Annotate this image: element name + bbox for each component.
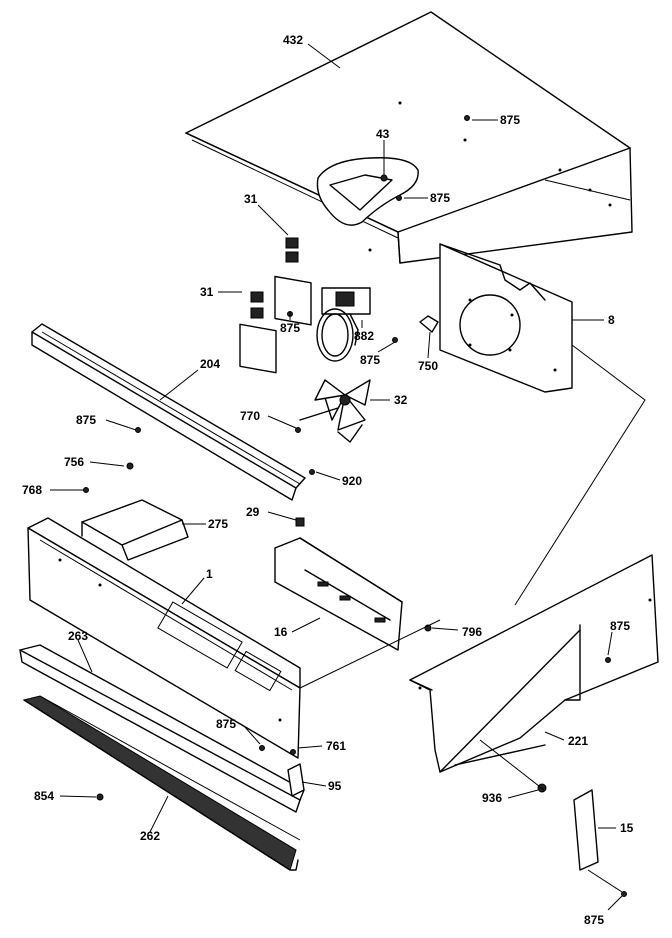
- callout-770: 770: [240, 409, 260, 423]
- callout-204: 204: [200, 357, 220, 371]
- rail-204: [31, 323, 306, 501]
- control-board-16: [274, 537, 403, 651]
- relay-31-upper: [274, 237, 312, 326]
- callout-796: 796: [462, 625, 482, 639]
- callout-875-a: 875: [500, 113, 520, 127]
- callout-31-a: 31: [244, 192, 258, 206]
- callout-854: 854: [34, 789, 54, 803]
- callout-920: 920: [342, 474, 362, 488]
- motor-882: [316, 287, 371, 362]
- fan-32: [299, 379, 371, 443]
- part-43: [316, 157, 419, 226]
- screw-icon: [392, 337, 398, 343]
- callout-32: 32: [394, 393, 408, 407]
- panel-15: [573, 789, 599, 871]
- callout-31-b: 31: [200, 285, 214, 299]
- callout-16: 16: [274, 625, 288, 639]
- clip-750: [419, 315, 439, 333]
- screw-icon: [309, 469, 315, 475]
- leader-lines: [50, 43, 646, 911]
- nut-icon: [295, 517, 305, 527]
- screw-icon: [396, 195, 402, 201]
- callout-43: 43: [376, 127, 390, 141]
- callout-262: 262: [140, 829, 160, 843]
- callout-750: 750: [418, 359, 438, 373]
- callout-875-c: 875: [280, 321, 300, 335]
- callout-95: 95: [328, 779, 342, 793]
- rear-panel-8: [439, 243, 573, 393]
- callout-275: 275: [208, 517, 228, 531]
- callout-875-f: 875: [610, 619, 630, 633]
- callout-1: 1: [206, 567, 213, 581]
- screw-icon: [135, 427, 141, 433]
- vent-grille-262: [22, 695, 301, 871]
- callout-875-g: 875: [216, 717, 236, 731]
- relay-31-lower: [239, 291, 277, 374]
- screw-icon: [290, 749, 296, 755]
- callout-882: 882: [354, 329, 374, 343]
- callout-8: 8: [608, 313, 615, 327]
- screw-icon: [259, 745, 265, 751]
- screw-icon: [295, 427, 301, 433]
- screw-icon: [126, 462, 134, 470]
- bracket-95: [287, 763, 305, 797]
- screw-icon: [621, 891, 627, 897]
- screw-icon: [464, 115, 470, 121]
- callout-221: 221: [568, 734, 588, 748]
- callout-875-b: 875: [430, 191, 450, 205]
- callout-768: 768: [22, 483, 42, 497]
- screws: [83, 115, 627, 897]
- top-cover-432: [185, 11, 633, 264]
- screw-icon: [83, 487, 89, 493]
- side-panel-221: [409, 554, 659, 773]
- callout-labels: 432 875 43 875 31 31 875 882 875 750 8 2…: [22, 33, 634, 927]
- bracket-275: [81, 499, 189, 561]
- callout-263: 263: [68, 629, 88, 643]
- callout-29: 29: [246, 505, 260, 519]
- callout-761: 761: [326, 739, 346, 753]
- callout-15: 15: [620, 821, 634, 835]
- callout-875-e: 875: [76, 413, 96, 427]
- callout-756: 756: [64, 455, 84, 469]
- callout-432: 432: [283, 33, 303, 47]
- callout-875-d: 875: [360, 353, 380, 367]
- screw-icon: [96, 793, 104, 801]
- callout-936: 936: [482, 791, 502, 805]
- callout-875-h: 875: [584, 913, 604, 927]
- control-panel-1: [27, 517, 301, 759]
